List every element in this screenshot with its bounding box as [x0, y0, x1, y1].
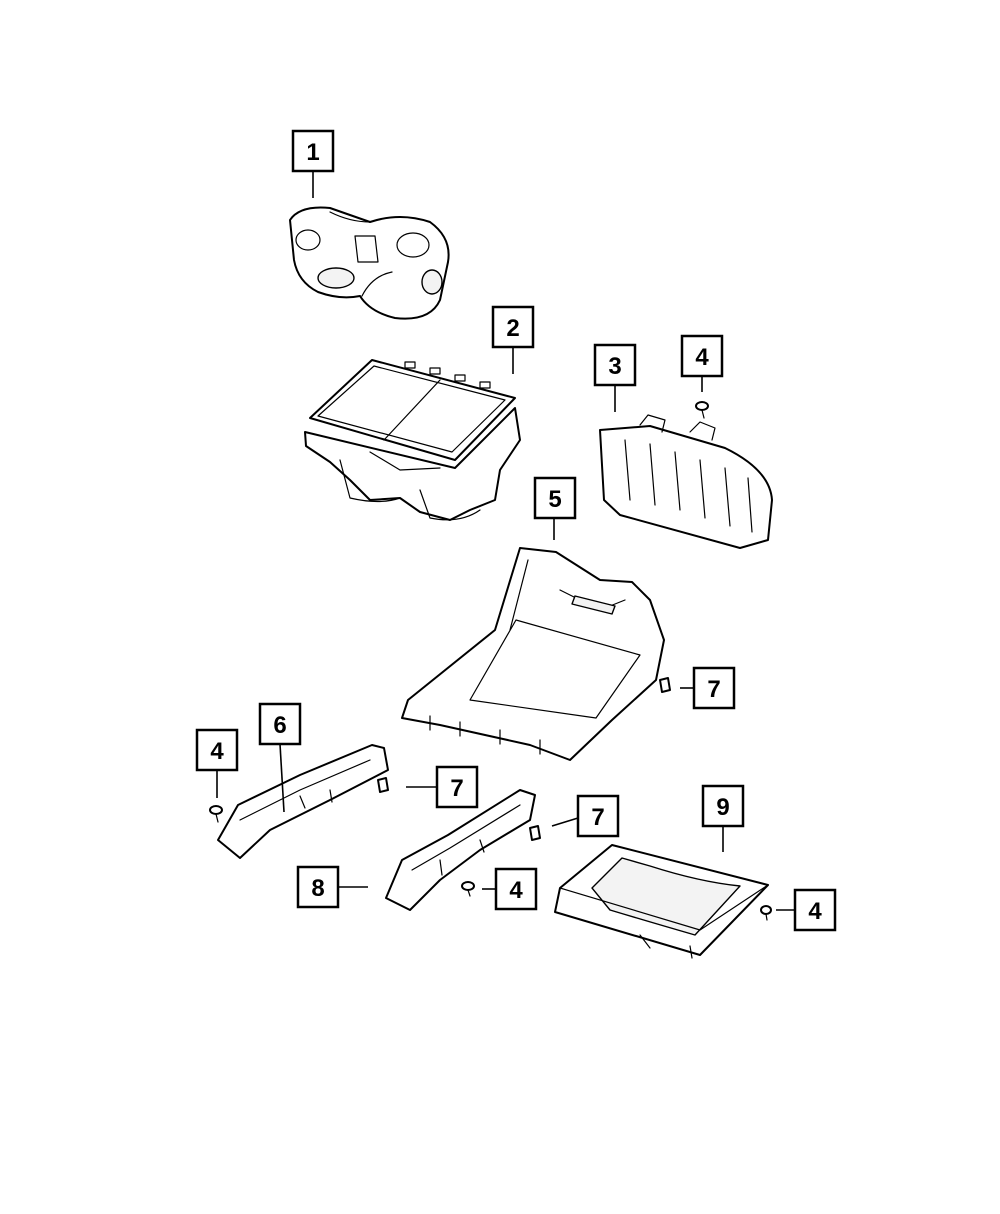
callout-2: 2: [491, 305, 535, 349]
screw-part: [461, 881, 475, 897]
svg-text:6: 6: [273, 712, 286, 739]
callout-6: 6: [258, 702, 302, 746]
svg-text:5: 5: [548, 486, 561, 513]
left-side-trim-panel-part: [217, 744, 389, 859]
svg-text:4: 4: [695, 344, 709, 371]
console-bin-assembly-part: [304, 359, 521, 521]
svg-text:1: 1: [306, 139, 319, 166]
console-frame-part: [554, 844, 769, 959]
callout-1: 1: [291, 129, 335, 173]
leader-lines: [216, 171, 795, 911]
svg-text:8: 8: [311, 875, 324, 902]
cup-holder-part: [289, 206, 450, 320]
callout-3: 3: [593, 343, 637, 387]
svg-text:7: 7: [450, 775, 463, 802]
leader-line: [551, 817, 579, 827]
callout-5: 5: [533, 476, 577, 520]
clip-part: [529, 825, 541, 841]
callout-7: 7: [435, 765, 479, 809]
console-base-trim-part: [401, 547, 665, 761]
callout-4: 4: [494, 867, 538, 911]
svg-text:3: 3: [608, 353, 621, 380]
svg-text:7: 7: [591, 804, 604, 831]
rear-console-bracket-part: [599, 414, 773, 549]
callout-4: 4: [195, 728, 239, 772]
callout-4: 4: [680, 334, 724, 378]
svg-text:9: 9: [716, 794, 729, 821]
right-side-trim-panel-part: [385, 789, 536, 911]
screw-part: [695, 401, 709, 419]
clip-part: [377, 777, 389, 793]
callout-9: 9: [701, 784, 745, 828]
callout-4: 4: [793, 888, 837, 932]
svg-text:4: 4: [808, 898, 822, 925]
clip-part: [659, 677, 671, 693]
callout-7: 7: [576, 794, 620, 838]
svg-text:7: 7: [707, 676, 720, 703]
svg-text:2: 2: [506, 315, 519, 342]
screw-part: [209, 805, 223, 823]
svg-text:4: 4: [210, 738, 224, 765]
leader-line: [279, 743, 285, 813]
callout-8: 8: [296, 865, 340, 909]
callout-7: 7: [692, 666, 736, 710]
svg-text:4: 4: [509, 877, 523, 904]
screw-part: [760, 905, 772, 921]
